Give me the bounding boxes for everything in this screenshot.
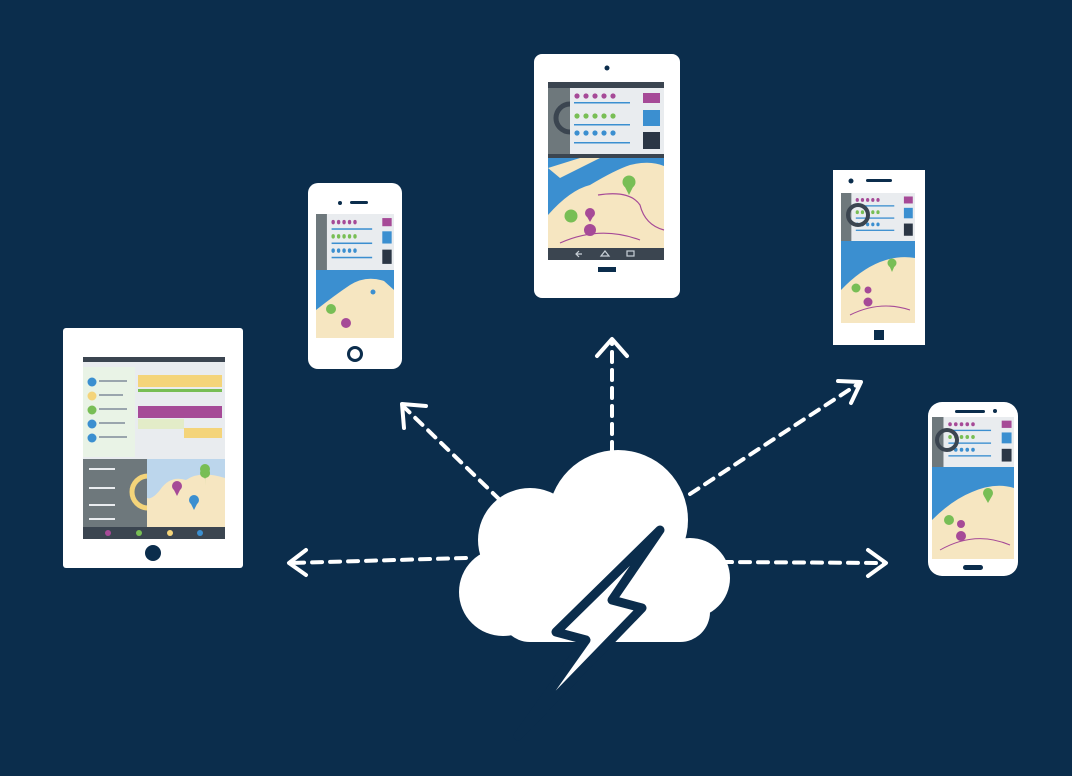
arrow-left-icon [288,556,468,565]
phone-right-lower [928,402,1018,576]
phone-right-upper [833,170,925,345]
arrow-right-icon [720,560,886,565]
arrow-upper-left-icon [403,406,502,502]
tablet-left [63,328,243,568]
cloud-lightning-icon [459,450,730,741]
tablet-top [534,54,680,298]
sync-arrows [287,337,888,578]
arrow-upper-right-icon [688,382,860,496]
phone-small [308,183,402,369]
